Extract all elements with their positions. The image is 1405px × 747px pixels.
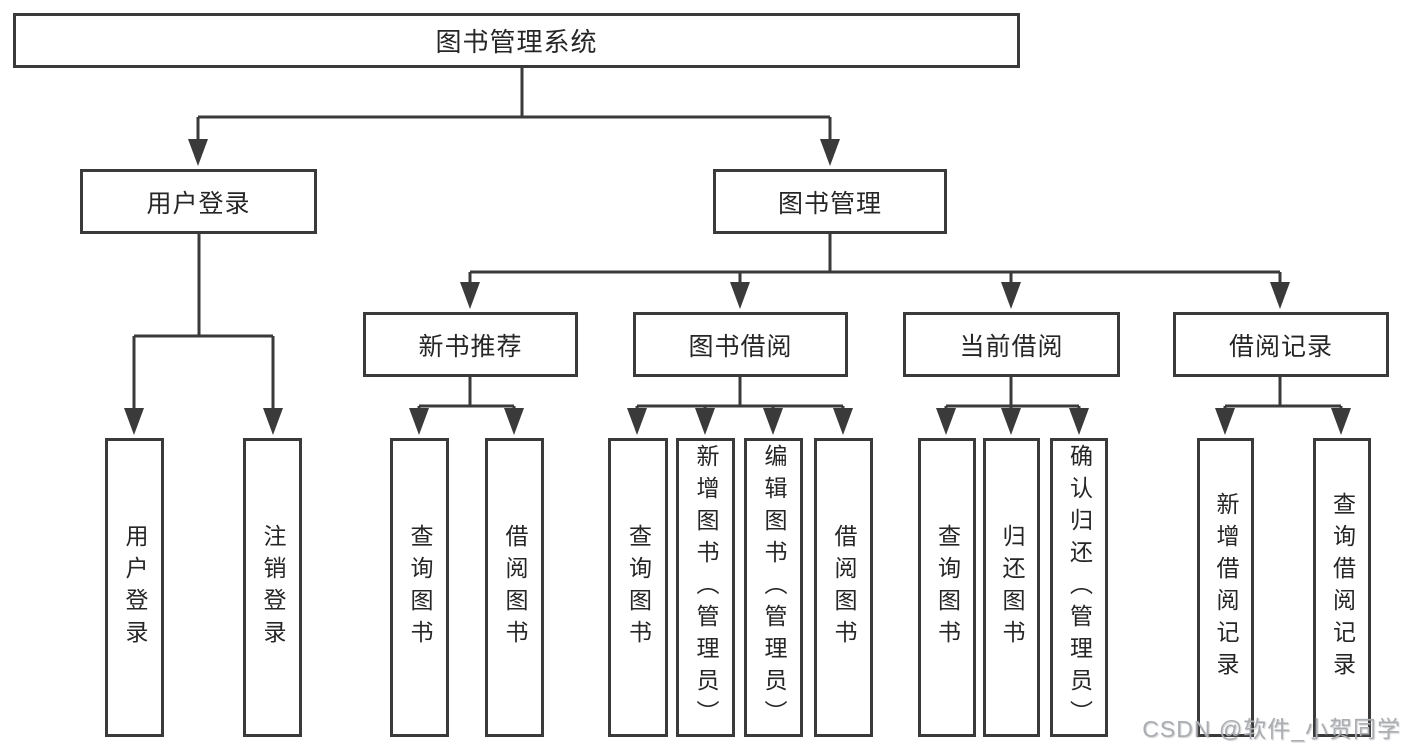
leaf-return-books: 归还图书 — [983, 438, 1040, 737]
leaf-add-books-admin: 新增图书（管理员） — [676, 438, 735, 737]
leaf-query-books-current: 查询图书 — [918, 438, 976, 737]
node-book-borrow: 图书借阅 — [633, 312, 848, 377]
node-borrow-records: 借阅记录 — [1173, 312, 1389, 377]
node-library-system: 图书管理系统 — [13, 13, 1020, 68]
leaf-user-login: 用户登录 — [105, 438, 164, 737]
leaf-confirm-return-admin: 确认归还（管理员） — [1050, 438, 1108, 737]
leaf-query-books-borrow: 查询图书 — [608, 438, 668, 737]
node-new-book-recommend: 新书推荐 — [363, 312, 578, 377]
leaf-borrow-books: 借阅图书 — [814, 438, 873, 737]
node-book-management: 图书管理 — [713, 169, 947, 234]
leaf-query-borrow-record: 查询借阅记录 — [1313, 438, 1371, 737]
leaf-edit-books-admin: 编辑图书（管理员） — [744, 438, 803, 737]
leaf-logout: 注销登录 — [243, 438, 302, 737]
leaf-query-books-recommend: 查询图书 — [390, 438, 449, 737]
leaf-borrow-books-recommend: 借阅图书 — [485, 438, 544, 737]
node-current-borrow: 当前借阅 — [903, 312, 1120, 377]
watermark: CSDN @软件_小贺同学 — [1142, 716, 1401, 742]
leaf-add-borrow-record: 新增借阅记录 — [1197, 438, 1254, 737]
node-user-login: 用户登录 — [80, 169, 317, 234]
